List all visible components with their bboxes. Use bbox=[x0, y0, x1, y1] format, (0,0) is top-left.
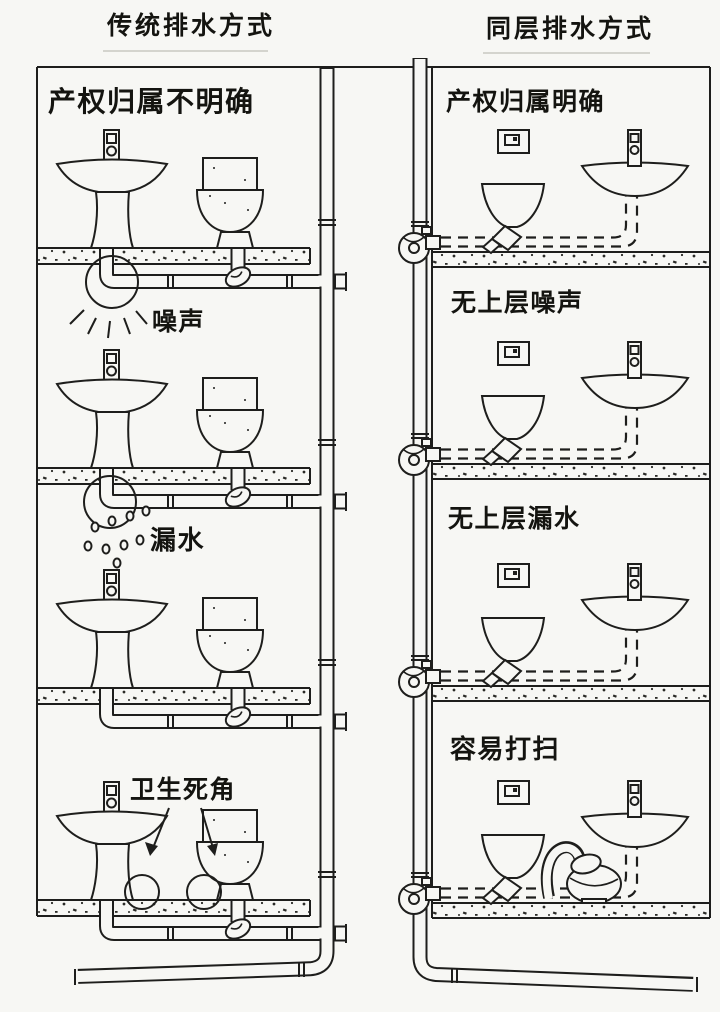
left-drain-stack bbox=[73, 68, 335, 985]
title-traditional: 传统排水方式 bbox=[106, 11, 275, 40]
stack-fittings-right bbox=[398, 221, 441, 915]
leak-droplets bbox=[83, 475, 151, 569]
left-floor-3 bbox=[37, 570, 333, 731]
dead-corner-indicator bbox=[124, 807, 222, 910]
right-drain-stack bbox=[412, 58, 699, 992]
label-ownership-unclear: 产权归属不明确 bbox=[48, 85, 255, 117]
label-ownership-clear: 产权归属明确 bbox=[446, 87, 605, 116]
left-floor-1 bbox=[37, 130, 333, 291]
label-dead-corner: 卫生死角 bbox=[130, 776, 236, 804]
noise-indicator bbox=[69, 255, 148, 339]
left-floor-2 bbox=[37, 350, 333, 511]
right-floor-1 bbox=[430, 128, 712, 269]
vacuum-cleaner bbox=[540, 841, 622, 904]
stack-fittings-left bbox=[318, 219, 347, 943]
right-floor-2 bbox=[430, 340, 712, 481]
label-no-upper-noise: 无上层噪声 bbox=[451, 289, 584, 317]
title-same-floor: 同层排水方式 bbox=[486, 14, 654, 43]
left-floor-4 bbox=[37, 782, 333, 943]
label-no-upper-leak: 无上层漏水 bbox=[448, 505, 581, 533]
right-floor-3 bbox=[430, 562, 712, 703]
label-leak: 漏水 bbox=[150, 525, 205, 555]
label-noise: 噪声 bbox=[152, 308, 205, 336]
label-easy-clean: 容易打扫 bbox=[450, 734, 560, 764]
building-outline bbox=[36, 66, 711, 918]
